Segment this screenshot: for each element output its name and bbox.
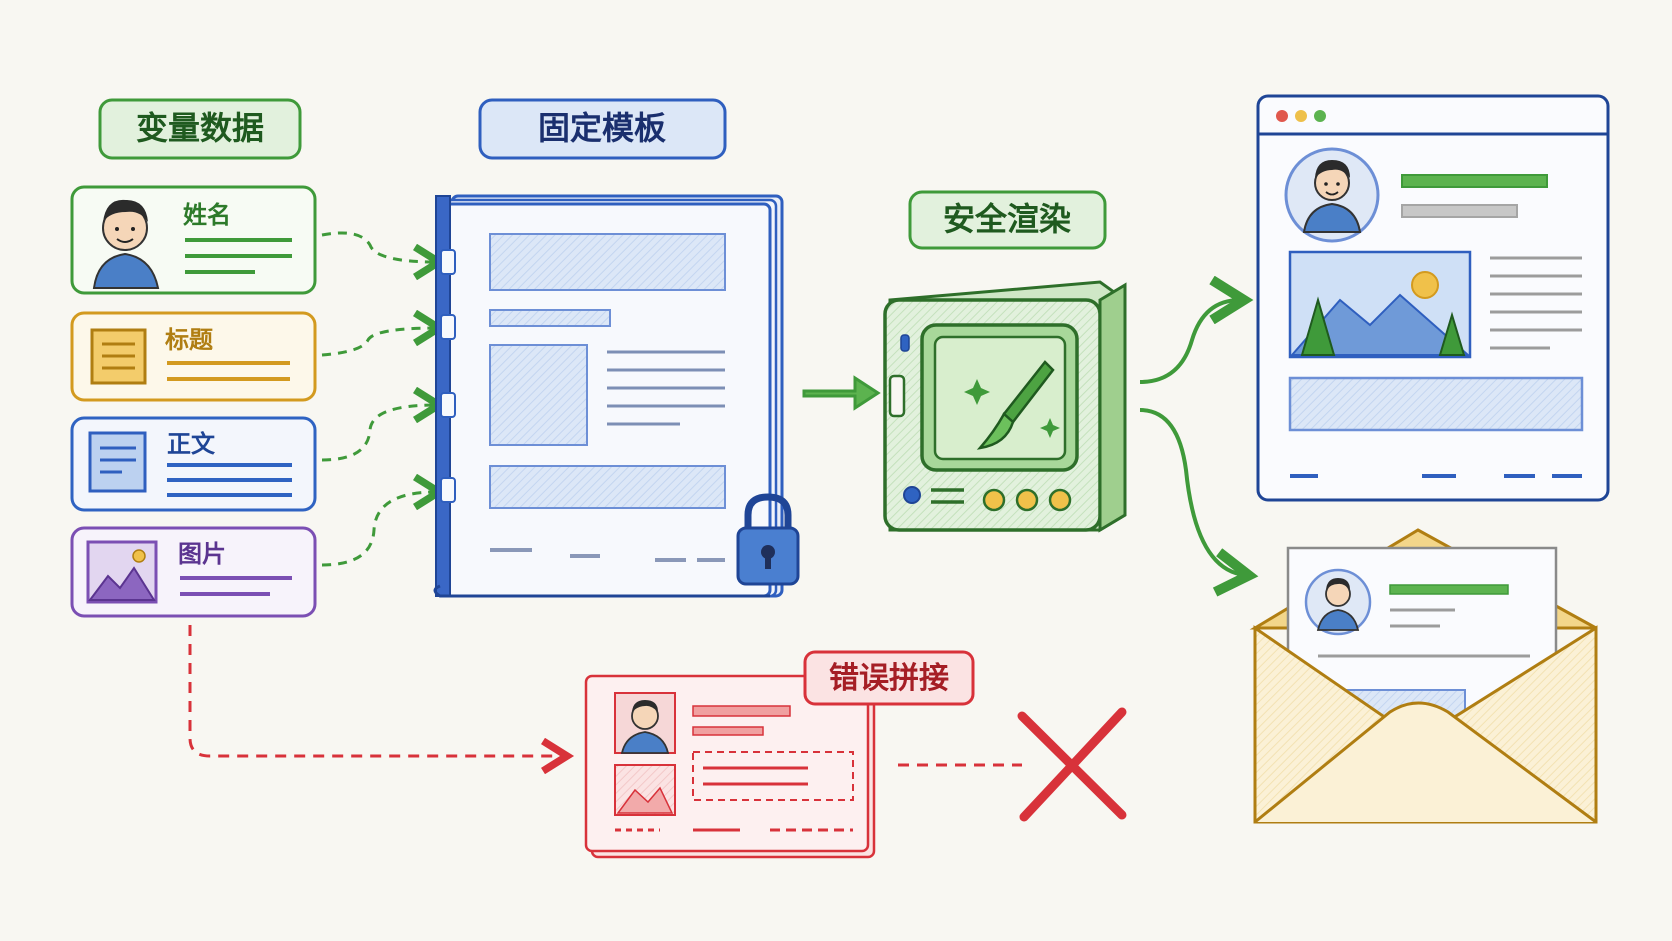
field-card-title: 标题	[70, 311, 317, 402]
field-label-name: 姓名	[183, 201, 231, 229]
wrong-concat-arrow	[188, 625, 564, 756]
field-label-body: 正文	[167, 430, 216, 458]
fixed-template-label: 固定模板	[478, 98, 727, 160]
email-output	[1249, 528, 1598, 824]
lock-icon	[736, 493, 800, 586]
broken-page	[584, 674, 876, 859]
arrow-body-to-template	[321, 405, 436, 462]
renderer-output-arrows	[1139, 300, 1245, 575]
arrow-title-to-template	[321, 328, 436, 357]
arrow-to-webpage	[1139, 300, 1240, 384]
broken-page-avatar	[614, 692, 676, 754]
variable-data-text: 变量数据	[136, 109, 264, 147]
field-label-title: 标题	[165, 326, 213, 354]
paintbrush-icon	[976, 360, 1055, 450]
field-to-template-arrows	[321, 231, 436, 567]
field-card-name: 姓名	[70, 185, 317, 295]
webpage-avatar	[1284, 147, 1380, 243]
template-to-renderer-arrow	[802, 375, 881, 411]
safe-render-text: 安全渲染	[943, 200, 1071, 238]
renderer-machine	[883, 280, 1127, 533]
template-binder	[433, 194, 784, 598]
window-close-dot	[1276, 110, 1288, 122]
sparkle-icon	[964, 379, 1060, 438]
body-text-icon	[88, 431, 147, 493]
wrong-concat-text: 错误拼接	[829, 661, 949, 696]
field-label-image: 图片	[178, 540, 226, 568]
window-minimize-dot	[1295, 110, 1307, 122]
webpage-image	[1288, 250, 1472, 359]
window-maximize-dot	[1314, 110, 1326, 122]
wrong-concat-label: 错误拼接	[803, 650, 975, 706]
reject-x-icon	[1017, 707, 1127, 822]
safe-render-label: 安全渲染	[908, 190, 1107, 250]
arrow-to-email	[1139, 408, 1245, 575]
title-document-icon	[90, 328, 147, 385]
person-avatar-icon	[92, 199, 160, 289]
broken-page-image	[614, 764, 676, 816]
field-card-image: 图片	[70, 526, 317, 618]
image-landscape-icon	[86, 540, 158, 604]
webpage-output	[1256, 94, 1610, 502]
variable-data-label: 变量数据	[98, 98, 302, 160]
field-card-body: 正文	[70, 416, 317, 512]
arrow-name-to-template	[321, 231, 436, 262]
arrow-image-to-template	[321, 492, 436, 567]
fixed-template-text: 固定模板	[538, 109, 666, 147]
